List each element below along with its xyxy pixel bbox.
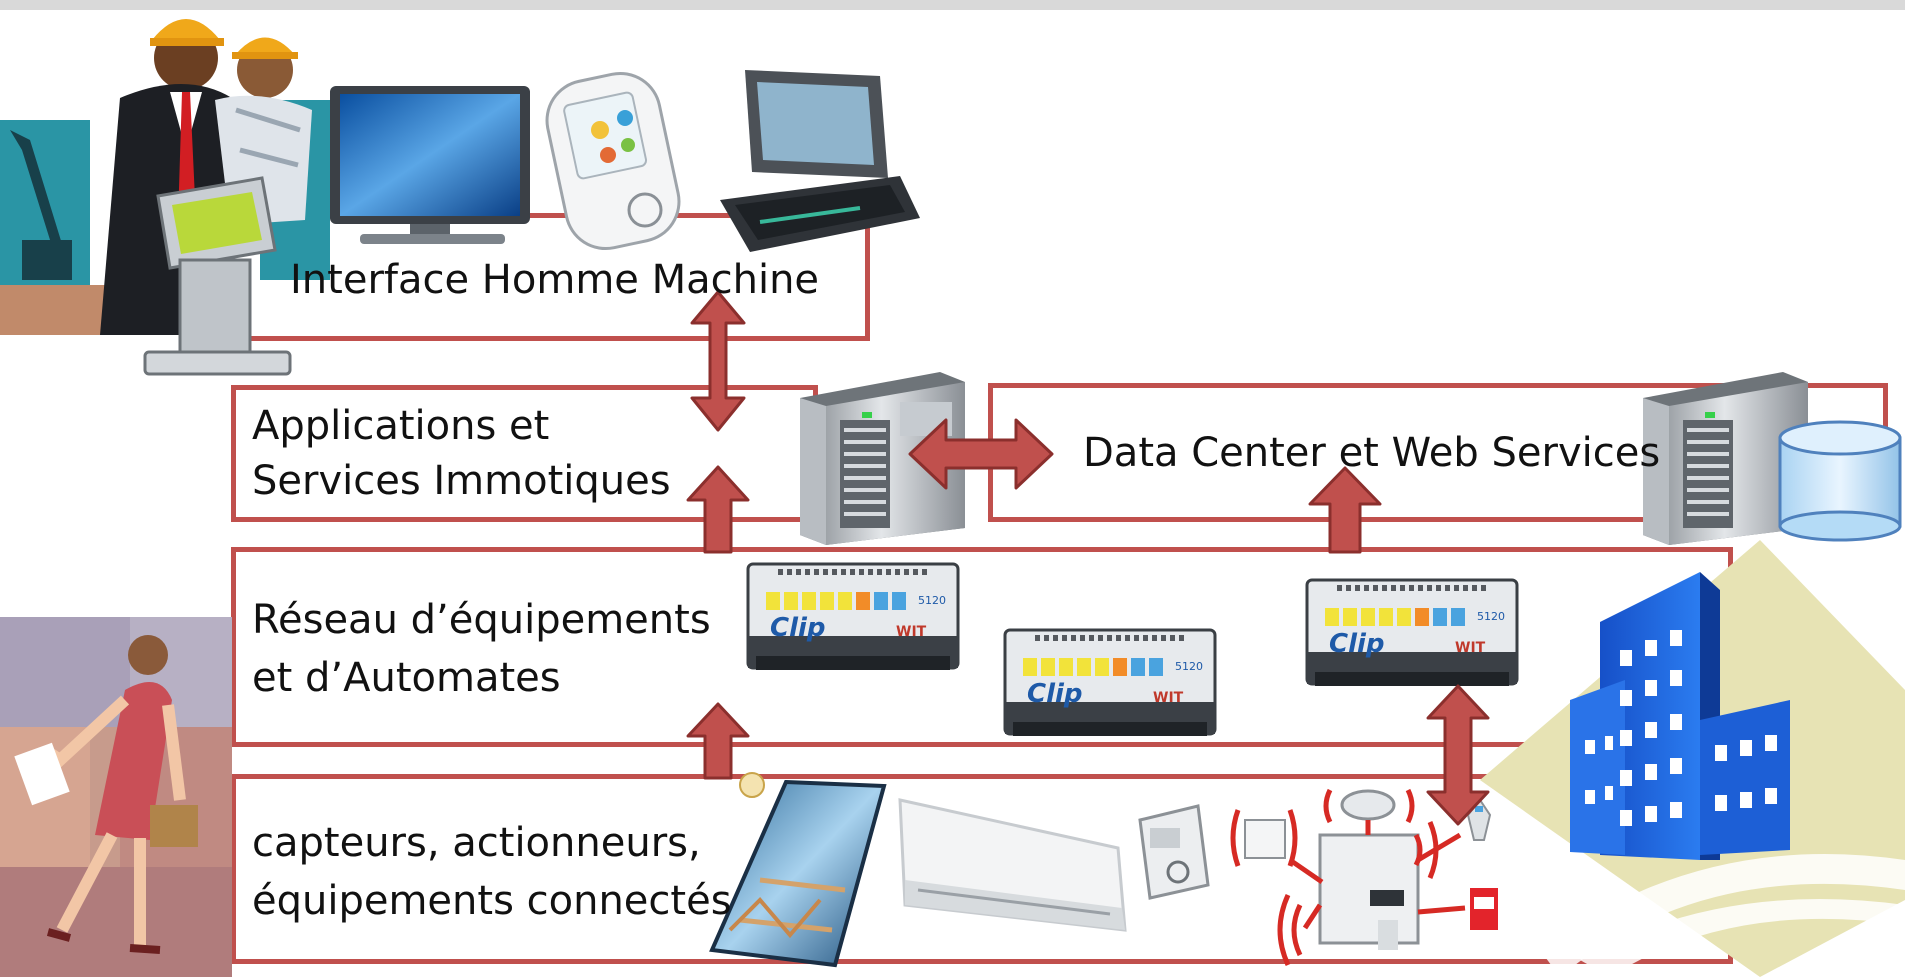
label-apps-line1: Applications et bbox=[252, 403, 550, 449]
monitor-icon bbox=[330, 86, 530, 244]
server-icon bbox=[1643, 372, 1808, 545]
building-icon bbox=[1480, 540, 1905, 977]
database-icon bbox=[1778, 420, 1902, 542]
air-conditioner-icon bbox=[898, 798, 1127, 932]
automation-module-icon: Clip WIT 5120 bbox=[1003, 628, 1217, 736]
workers-illustration bbox=[0, 19, 330, 335]
bidirectional-arrow bbox=[1426, 684, 1490, 826]
module-model: 5120 bbox=[1175, 660, 1203, 673]
label-devices-line1: capteurs, actionneurs, bbox=[252, 820, 701, 866]
label-network-line2: et d’Automates bbox=[252, 655, 561, 701]
module-model: 5120 bbox=[1477, 610, 1505, 623]
label-devices-line2: équipements connectés bbox=[252, 878, 732, 924]
laptop-icon bbox=[720, 70, 920, 252]
bidirectional-arrow bbox=[690, 290, 746, 432]
label-ihm: Interface Homme Machine bbox=[290, 257, 820, 303]
module-maker: WIT bbox=[1455, 640, 1486, 656]
alarm-system-icon bbox=[1230, 788, 1498, 967]
server-icon bbox=[800, 372, 965, 545]
module-maker: WIT bbox=[896, 624, 927, 640]
automation-module-icon: Clip WIT 5120 bbox=[1305, 578, 1519, 686]
label-datacenter: Data Center et Web Services bbox=[1083, 430, 1661, 476]
woman-illustration bbox=[0, 617, 232, 977]
label-network-line1: Réseau d’équipements bbox=[252, 597, 711, 643]
up-arrow bbox=[1308, 466, 1382, 554]
module-brand: Clip bbox=[1027, 679, 1083, 709]
module-brand: Clip bbox=[770, 613, 826, 643]
kiosk-icon bbox=[143, 176, 292, 376]
thermostat-icon bbox=[1138, 804, 1210, 900]
module-model: 5120 bbox=[918, 594, 946, 607]
solar-panel-icon bbox=[709, 772, 887, 968]
up-arrow bbox=[686, 702, 750, 780]
bidirectional-arrow bbox=[908, 418, 1054, 490]
module-maker: WIT bbox=[1153, 690, 1184, 706]
automation-module-icon: Clip WIT 5120 bbox=[746, 562, 960, 670]
up-arrow bbox=[686, 465, 750, 554]
pda-icon bbox=[545, 71, 681, 251]
label-apps-line2: Services Immotiques bbox=[252, 458, 671, 504]
top-bar bbox=[0, 0, 1905, 10]
module-brand: Clip bbox=[1329, 629, 1385, 659]
